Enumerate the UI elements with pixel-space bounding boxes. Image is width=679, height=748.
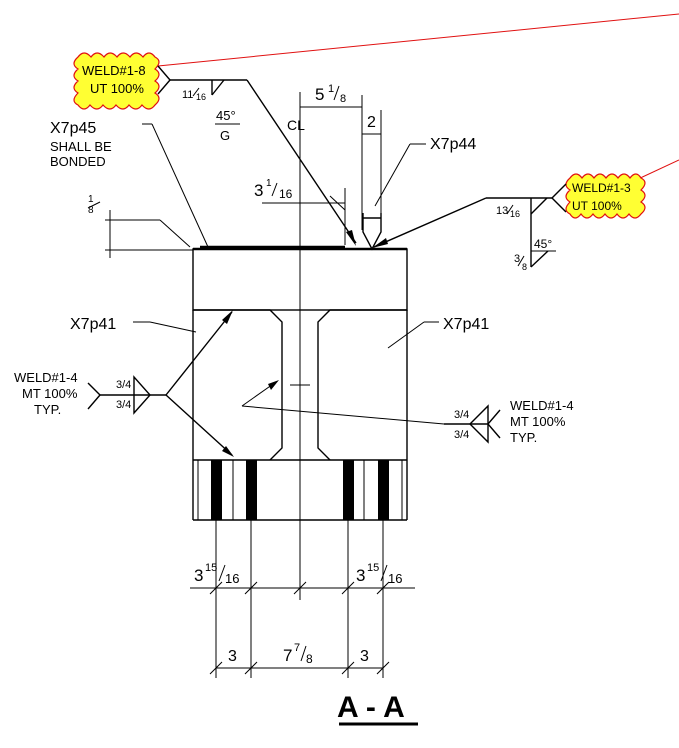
svg-text:5: 5 bbox=[315, 85, 324, 104]
weld-top-left-size-den: 16 bbox=[196, 92, 206, 102]
weld-symbol-right: WELD#1-4 MT 100% TYP. 3/4 3/4 bbox=[241, 380, 574, 445]
rebar-3 bbox=[343, 460, 354, 520]
cloud-weld-1-3-line2: UT 100% bbox=[572, 199, 622, 213]
weld-top-right-angle: 45° bbox=[534, 237, 552, 251]
dimension-2: 2 bbox=[362, 110, 382, 213]
svg-text:16: 16 bbox=[225, 571, 239, 586]
svg-text:3/4: 3/4 bbox=[116, 379, 131, 391]
svg-text:15: 15 bbox=[205, 562, 217, 574]
weld-top-right-root-num: 3 bbox=[514, 253, 520, 265]
svg-text:A - A: A - A bbox=[337, 691, 405, 724]
rebar-4 bbox=[378, 460, 389, 520]
svg-text:8: 8 bbox=[88, 205, 94, 216]
svg-text:3: 3 bbox=[194, 566, 203, 585]
svg-text:1: 1 bbox=[266, 178, 272, 189]
svg-text:1: 1 bbox=[88, 194, 94, 205]
svg-text:MT 100%: MT 100% bbox=[22, 386, 78, 401]
cloud-weld-1-3-line1: WELD#1-3 bbox=[572, 181, 631, 195]
weld-symbol-left: WELD#1-4 MT 100% TYP. 3/4 3/4 bbox=[14, 310, 234, 457]
part-x7p44: X7p44 bbox=[374, 136, 476, 207]
svg-text:3: 3 bbox=[356, 566, 365, 585]
weld-top-left-size-whole: 11 bbox=[182, 89, 193, 101]
rebar-1 bbox=[211, 460, 222, 520]
centerline-label: CL bbox=[287, 117, 305, 133]
section-title: A - A bbox=[337, 691, 418, 726]
weld-symbol-top-right: 13 16 45° 3 8 bbox=[372, 183, 567, 272]
dimension-3-right: 3 bbox=[360, 648, 369, 665]
svg-text:WELD#1-4: WELD#1-4 bbox=[14, 370, 78, 385]
dimension-1-8: 1 8 bbox=[87, 194, 193, 258]
revision-cloud-weld-1-3: WELD#1-3 UT 100% bbox=[565, 173, 646, 219]
rebar-2 bbox=[246, 460, 257, 520]
weld-top-left-angle: 45° bbox=[216, 108, 236, 123]
part-x7p45: X7p45 SHALL BE BONDED bbox=[50, 120, 209, 248]
svg-text:3/4: 3/4 bbox=[454, 409, 469, 421]
weld-top-right-root-den: 8 bbox=[522, 262, 527, 272]
centerline: CL bbox=[287, 92, 310, 600]
svg-text:TYP.: TYP. bbox=[34, 402, 61, 417]
weld-symbol-top-left: 11 16 45° G bbox=[157, 65, 357, 246]
cloud-weld-1-8-line1: WELD#1-8 bbox=[82, 63, 146, 78]
svg-text:3/4: 3/4 bbox=[454, 429, 469, 441]
svg-text:3/4: 3/4 bbox=[116, 399, 131, 411]
cloud-weld-1-8-line2: UT 100% bbox=[90, 81, 144, 96]
dimension-7-7-8: 7 7 8 bbox=[283, 642, 313, 666]
weld-top-right-size-den: 16 bbox=[510, 209, 520, 219]
svg-text:7: 7 bbox=[283, 646, 292, 665]
svg-text:MT 100%: MT 100% bbox=[510, 414, 566, 429]
dimension-3-left: 3 bbox=[228, 648, 237, 665]
revision-cloud-weld-1-8: WELD#1-8 UT 100% bbox=[73, 52, 160, 110]
svg-text:7: 7 bbox=[294, 642, 300, 654]
svg-text:X7p41: X7p41 bbox=[70, 316, 116, 333]
revision-leader-top bbox=[157, 13, 679, 67]
svg-text:SHALL BE: SHALL BE bbox=[50, 139, 112, 154]
svg-text:8: 8 bbox=[340, 93, 346, 105]
weld-top-left-finish: G bbox=[220, 128, 230, 143]
svg-text:8: 8 bbox=[306, 652, 313, 666]
part-x7p41-left: X7p41 bbox=[70, 316, 197, 333]
svg-text:1: 1 bbox=[328, 83, 334, 95]
svg-text:16: 16 bbox=[388, 571, 402, 586]
part-x7p41-right: X7p41 bbox=[387, 316, 489, 349]
revision-leader-right bbox=[635, 159, 679, 181]
dimension-3-15-16-left: 3 15 16 bbox=[194, 562, 239, 586]
dimension-5-1-8: 5 1 8 bbox=[300, 83, 363, 230]
svg-text:X7p45: X7p45 bbox=[50, 120, 96, 137]
svg-text:X7p44: X7p44 bbox=[430, 136, 476, 153]
svg-text:15: 15 bbox=[367, 562, 379, 574]
bottom-dimensions bbox=[190, 520, 415, 678]
dimension-3-1-16: 3 1 16 bbox=[254, 178, 346, 245]
svg-text:3: 3 bbox=[254, 181, 263, 200]
svg-text:TYP.: TYP. bbox=[510, 430, 537, 445]
svg-text:2: 2 bbox=[367, 114, 376, 131]
svg-text:BONDED: BONDED bbox=[50, 154, 106, 169]
svg-text:16: 16 bbox=[279, 187, 293, 201]
dimension-3-15-16-right: 3 15 16 bbox=[356, 562, 402, 586]
weld-top-right-size-whole: 13 bbox=[496, 205, 508, 217]
svg-text:WELD#1-4: WELD#1-4 bbox=[510, 398, 574, 413]
svg-text:X7p41: X7p41 bbox=[443, 316, 489, 333]
